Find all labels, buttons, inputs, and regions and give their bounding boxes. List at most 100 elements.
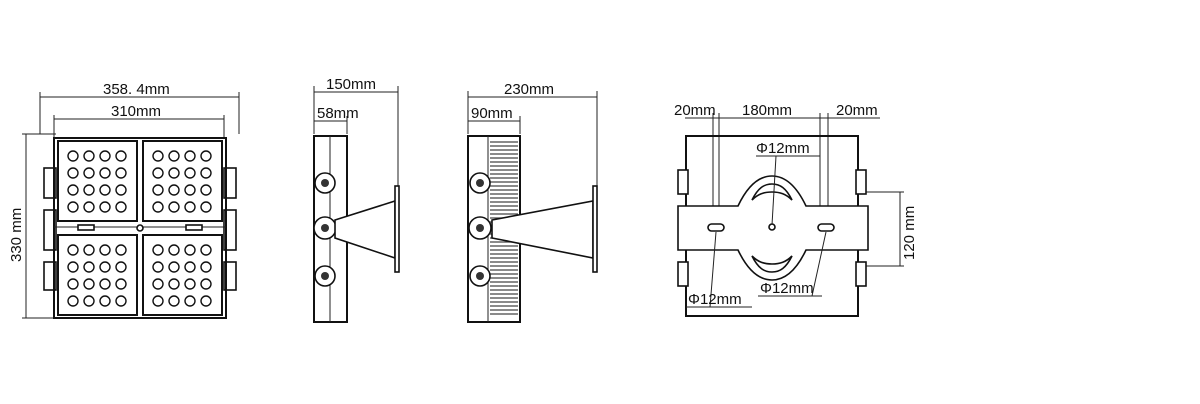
led-lens	[184, 150, 196, 162]
led-lens	[168, 150, 180, 162]
led-lens	[200, 278, 212, 290]
led-lens	[200, 261, 212, 273]
center-screw	[136, 224, 144, 232]
led-lens	[168, 244, 180, 256]
led-lens	[83, 184, 95, 196]
led-array	[67, 150, 212, 307]
led-lens	[99, 261, 111, 273]
rear-side-bracket	[855, 169, 867, 195]
label-panel-width: 310mm	[111, 103, 161, 120]
led-lens	[99, 244, 111, 256]
led-lens	[184, 261, 196, 273]
side-view-1: 150mm 58mm	[313, 76, 400, 323]
led-lens	[99, 278, 111, 290]
led-lens	[99, 295, 111, 307]
led-lens	[99, 201, 111, 213]
led-lens	[115, 201, 127, 213]
left-mount-hole	[707, 223, 725, 232]
bracket-view: 20mm 180mm 20mm 120 mm Φ12mm Φ12mm Φ12mm	[674, 102, 918, 317]
led-lens	[168, 261, 180, 273]
led-lens	[168, 295, 180, 307]
led-lens	[152, 295, 164, 307]
label-hole-spacing: 180mm	[742, 102, 792, 119]
led-lens	[67, 150, 79, 162]
rear-side-bracket	[677, 169, 689, 195]
led-lens	[115, 295, 127, 307]
led-lens	[115, 261, 127, 273]
led-lens	[67, 201, 79, 213]
label-left-hole: Φ12mm	[688, 291, 742, 308]
led-lens	[184, 295, 196, 307]
led-lens	[99, 150, 111, 162]
led-lens	[115, 184, 127, 196]
label-right-offset: 20mm	[836, 102, 878, 119]
led-lens	[152, 201, 164, 213]
led-lens	[152, 150, 164, 162]
side2-knob-center	[476, 224, 484, 232]
side1-arm	[334, 199, 396, 260]
label-bracket-height: 120 mm	[901, 206, 918, 260]
led-lens	[67, 278, 79, 290]
led-module-top-right	[142, 140, 223, 222]
label-center-hole: Φ12mm	[756, 140, 810, 157]
label-side2-depth: 230mm	[504, 81, 554, 98]
label-side1-depth: 150mm	[326, 76, 376, 93]
led-lens	[67, 261, 79, 273]
led-lens	[200, 184, 212, 196]
label-height: 330 mm	[8, 208, 25, 262]
rear-side-bracket	[855, 261, 867, 287]
led-module-bottom-left	[57, 234, 138, 316]
label-overall-width: 358. 4mm	[103, 81, 170, 98]
rear-side-bracket	[677, 261, 689, 287]
led-lens	[83, 244, 95, 256]
led-lens	[115, 244, 127, 256]
led-lens	[168, 184, 180, 196]
side1-mount-plate	[394, 185, 400, 273]
led-lens	[152, 261, 164, 273]
upper-arc-slot	[751, 183, 793, 201]
lower-arc-slot	[751, 255, 793, 273]
slot	[77, 224, 95, 231]
led-lens	[67, 184, 79, 196]
led-lens	[200, 244, 212, 256]
front-view: 358. 4mm 310mm 330 mm	[8, 81, 240, 319]
side2-knob-center	[476, 272, 484, 280]
led-lens	[200, 295, 212, 307]
led-lens	[184, 244, 196, 256]
right-mount-hole	[817, 223, 835, 232]
led-module-bottom-right	[142, 234, 223, 316]
led-lens	[83, 201, 95, 213]
led-lens	[184, 167, 196, 179]
label-side2-body: 90mm	[471, 105, 513, 122]
led-lens	[168, 167, 180, 179]
led-lens	[83, 167, 95, 179]
led-lens	[152, 244, 164, 256]
led-lens	[99, 167, 111, 179]
led-lens	[83, 150, 95, 162]
led-lens	[200, 150, 212, 162]
side1-knob-center	[321, 272, 329, 280]
side1-knob-center	[321, 179, 329, 187]
side2-knob-center	[476, 179, 484, 187]
led-lens	[67, 167, 79, 179]
slot	[185, 224, 203, 231]
leader-left-hole	[709, 231, 717, 308]
led-lens	[67, 244, 79, 256]
led-lens	[184, 184, 196, 196]
led-lens	[83, 261, 95, 273]
leader-center-hole	[771, 155, 777, 226]
housing-outline	[53, 137, 227, 319]
side2-mount-plate	[592, 185, 598, 273]
led-lens	[168, 201, 180, 213]
label-side1-body: 58mm	[317, 105, 359, 122]
side1-knob-center	[321, 224, 329, 232]
led-lens	[115, 278, 127, 290]
led-lens	[83, 278, 95, 290]
side-view-2: 230mm 90mm	[467, 81, 598, 323]
led-lens	[184, 201, 196, 213]
led-lens	[115, 150, 127, 162]
label-left-offset: 20mm	[674, 102, 716, 119]
led-lens	[115, 167, 127, 179]
